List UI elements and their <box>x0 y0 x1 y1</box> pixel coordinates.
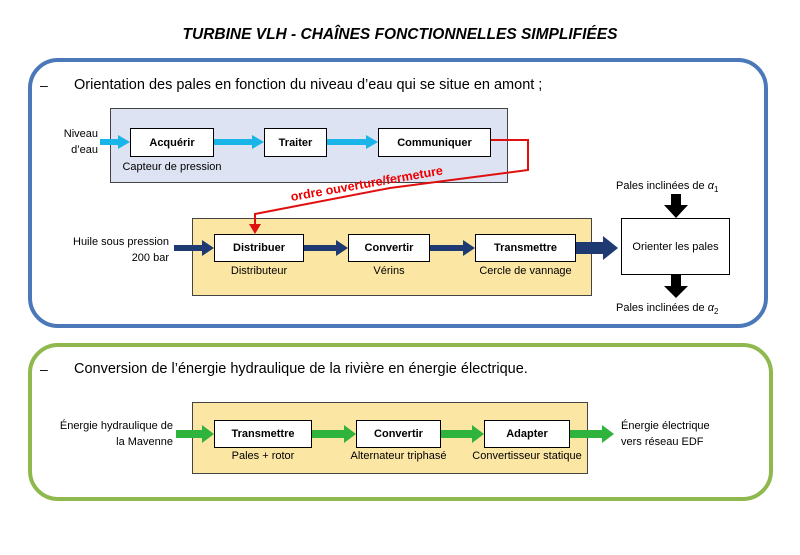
alpha2-down-arrow <box>664 275 688 298</box>
orientation-panel <box>28 58 768 328</box>
communicate-block: Communiquer <box>378 128 491 157</box>
pressure-sensor-label: Capteur de pression <box>122 161 222 173</box>
alternator-label: Alternateur triphasé <box>350 450 447 462</box>
distributor-label: Distributeur <box>230 265 288 277</box>
order-arrow <box>254 139 529 226</box>
transmit-block: Transmettre <box>214 420 312 448</box>
distribute-to-convert-arrow <box>304 240 348 256</box>
convert-block: Convertir <box>356 420 441 448</box>
black-arrows <box>664 194 688 298</box>
green-arrows <box>176 425 614 443</box>
process-to-communicate-arrow <box>327 135 378 149</box>
water-level-arrow <box>100 135 130 149</box>
section1-heading: Orientation des pales en fonction du niv… <box>74 77 543 93</box>
process-block: Traiter <box>264 128 327 157</box>
transmit-to-convert-arrow <box>312 425 356 443</box>
orient-blades-box: Orienter les pales <box>621 218 730 275</box>
gate-ring-label: Cercle de vannage <box>479 265 572 277</box>
page-title: TURBINE VLH - CHAÎNES FONCTIONNELLES SIM… <box>182 26 618 43</box>
bullet-dash: – <box>40 77 48 93</box>
transmit-to-orient-arrow <box>576 236 618 260</box>
conversion-panel <box>28 343 773 501</box>
cylinders-label: Vérins <box>373 265 405 277</box>
cyan-arrows <box>100 135 378 149</box>
blades-alpha1-label: Pales inclinées de α1 <box>616 180 719 195</box>
acquire-block: Acquérir <box>130 128 214 157</box>
navy-arrows <box>174 236 618 260</box>
convert-to-transmit-arrow <box>430 240 475 256</box>
blades-rotor-label: Pales + rotor <box>231 450 295 462</box>
order-arrowhead <box>249 224 261 234</box>
distribute-block: Distribuer <box>214 234 304 262</box>
blades-alpha2-label: Pales inclinées de α2 <box>616 302 719 317</box>
bullet-dash: – <box>40 361 48 377</box>
hydraulic-input-arrow <box>176 425 214 443</box>
convert-to-adapt-arrow <box>441 425 484 443</box>
section2-heading: Conversion de l’énergie hydraulique de l… <box>74 361 528 377</box>
adapt-to-grid-arrow <box>570 425 614 443</box>
transmit-block: Transmettre <box>475 234 576 262</box>
convert-block: Convertir <box>348 234 430 262</box>
acquire-to-process-arrow <box>214 135 264 149</box>
static-converter-label: Convertisseur statique <box>472 450 582 462</box>
oil-input-arrow <box>174 240 214 256</box>
alpha1-down-arrow <box>664 194 688 218</box>
adapt-block: Adapter <box>484 420 570 448</box>
